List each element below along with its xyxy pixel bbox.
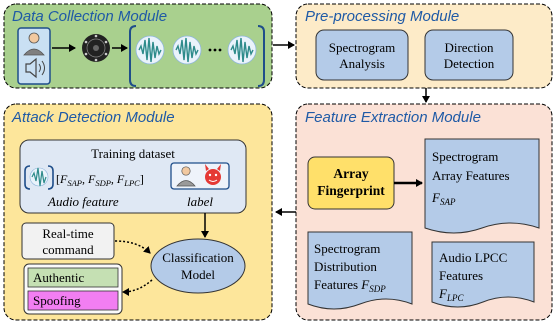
audio-feature-label: Audio feature: [47, 194, 119, 209]
data-collection-title: Data Collection Module: [12, 8, 167, 25]
training-dataset-box: Training dataset [FSAP, FSDP, FLPC]: [19, 139, 247, 214]
attack-detection-module: Attack Detection Module Training dataset…: [3, 103, 273, 321]
audio-lpcc-features-doc: Audio LPCC Features FLPC: [431, 241, 535, 308]
classification-model-ellipse: Classification Model: [150, 238, 246, 294]
authentic-badge: [27, 267, 119, 288]
spectrogram-analysis-label-1: Spectrogram: [329, 40, 395, 55]
spectrogram-analysis-label-2: Analysis: [339, 56, 385, 71]
spectrogram-analysis-box: Spectrogram Analysis: [315, 29, 409, 81]
preprocessing-title: Pre-processing Module: [305, 8, 459, 25]
arrow-model-to-result: [122, 279, 153, 296]
direction-detection-label-2: Detection: [444, 56, 495, 71]
lpcc-symbol: FLPC: [438, 286, 464, 303]
lpcc-label-1: Audio LPCC: [439, 250, 507, 265]
realtime-label-1: Real-time: [42, 226, 93, 241]
saf-symbol: FSAP: [431, 190, 456, 207]
loudspeaker-icon: [25, 57, 45, 79]
spoofing-badge: [27, 290, 119, 311]
preprocessing-module: Pre-processing Module Spectrogram Analys…: [295, 3, 553, 89]
direction-detection-box: Direction Detection: [424, 29, 514, 81]
array-fingerprint-label-1: Array: [333, 166, 368, 181]
person-icon: [23, 32, 45, 56]
channel-bracket-right: [257, 25, 265, 87]
label-label: label: [187, 194, 213, 209]
sdf-label-1: Spectrogram: [314, 241, 380, 256]
sdf-label-2: Distribution: [314, 259, 377, 274]
saf-label-1: Spectrogram: [432, 149, 498, 164]
arrow-command-to-model: [114, 240, 151, 254]
model-label-1: Classification: [162, 250, 234, 265]
channel-bracket-left: [129, 25, 137, 87]
audio-waveform-icon: [24, 165, 54, 190]
array-fingerprint-box: Array Fingerprint: [307, 156, 395, 210]
result-box: Authentic Spoofing: [23, 263, 123, 315]
feature-extraction-title: Feature Extraction Module: [305, 109, 481, 126]
realtime-label-2: command: [42, 242, 94, 257]
lpcc-label-2: Features: [439, 268, 483, 283]
feature-extraction-module: Feature Extraction Module Array Fingerpr…: [295, 103, 553, 321]
spoofing-label: Spoofing: [33, 293, 81, 308]
waveform-icon-2: [172, 35, 202, 65]
waveform-icon-1: [135, 35, 165, 65]
sdf-label-3: Features FSDP: [314, 277, 386, 294]
data-collection-module: Data Collection Module: [3, 3, 273, 89]
waveform-icon-3: [227, 35, 257, 65]
microphone-array-icon: [82, 34, 110, 62]
spectrogram-distribution-features-doc: Spectrogram Distribution Features FSDP: [307, 231, 413, 310]
saf-label-2: Array Features: [432, 168, 510, 183]
spectrogram-array-features-doc: Spectrogram Array Features FSAP: [424, 138, 540, 234]
model-label-2: Model: [181, 267, 215, 282]
person-icon: [176, 166, 196, 187]
feature-vector: [FSAP, FSDP, FLPC]: [56, 172, 144, 188]
training-dataset-title: Training dataset: [91, 146, 175, 161]
ellipsis-icon: [208, 48, 222, 52]
authentic-label: Authentic: [33, 270, 84, 285]
devil-icon: [205, 164, 221, 185]
array-fingerprint-label-2: Fingerprint: [317, 183, 385, 198]
direction-detection-label-1: Direction: [444, 40, 494, 55]
attack-detection-title: Attack Detection Module: [11, 109, 175, 126]
realtime-command-box: Real-time command: [21, 222, 115, 260]
